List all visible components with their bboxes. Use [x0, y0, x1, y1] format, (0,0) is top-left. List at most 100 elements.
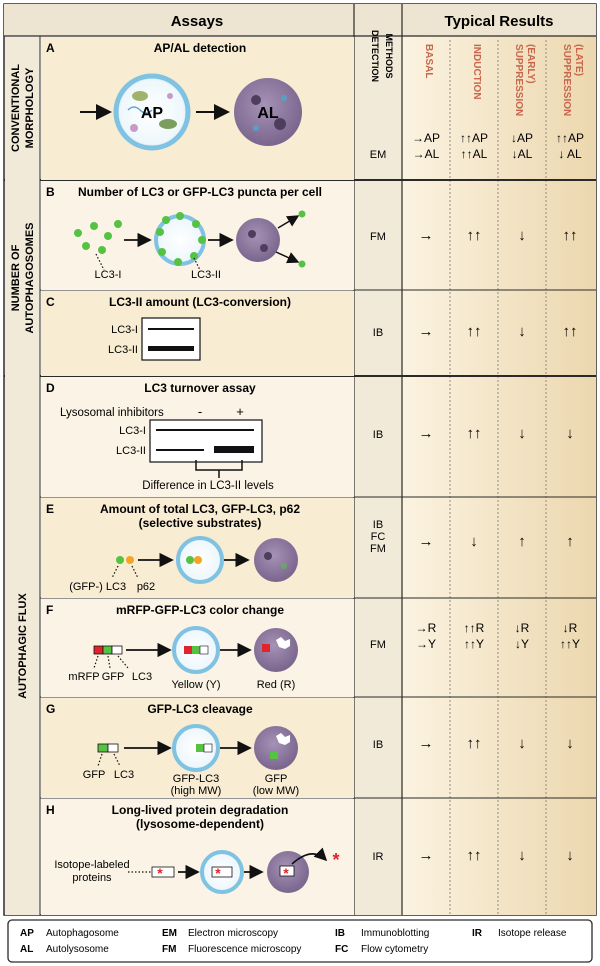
result-value: →Y: [416, 637, 436, 651]
yellow-label: Yellow (Y): [171, 679, 220, 691]
result-value: ↓R: [515, 621, 530, 635]
result-value: ↓: [566, 425, 574, 442]
detection-method: IB: [373, 519, 383, 531]
result-value: →R: [416, 621, 437, 635]
assay-title: Long-lived protein degradation: [112, 803, 289, 817]
legend-term: Fluorescence microscopy: [188, 944, 301, 955]
f-lc3-label: LC3: [132, 671, 152, 683]
assay-letter: F: [46, 603, 53, 617]
legend-term: Electron microscopy: [188, 928, 278, 939]
detection-methods-line: METHODS: [384, 34, 394, 79]
result-value: ↑↑: [467, 227, 482, 244]
result-value: →: [419, 323, 434, 340]
detection-method: IB: [373, 739, 383, 751]
result-value: ↑↑: [467, 425, 482, 442]
result-value: →AP: [412, 131, 440, 145]
legend-term: Autolysosome: [46, 944, 109, 955]
group-label-text: AUTOPHAGOSOMES: [24, 222, 36, 333]
mrfp-label: mRFP: [68, 671, 99, 683]
result-value: ↓R: [563, 621, 578, 635]
illustration-f: mRFP GFP LC3 Yellow (Y) Red (R): [68, 626, 298, 691]
legend-abbr: FM: [162, 944, 176, 955]
legend-term: Immunoblotting: [361, 928, 429, 939]
result-cells: →AP→AL↑↑AP↑↑AL↓AP↓AL↑↑AP↓ AL→↑↑↓↑↑→↑↑↓↑↑…: [412, 131, 584, 864]
result-value: ↑↑Y: [464, 637, 484, 651]
assay-letter: E: [46, 502, 54, 516]
gfp-lc3-label: GFP-LC3: [173, 773, 219, 785]
result-value: ↑: [566, 533, 574, 550]
group-label: MORPHOLOGY: [24, 67, 36, 148]
e-lc3-label: LC3: [106, 581, 126, 593]
detection-method: EM: [370, 149, 387, 161]
h-star-1: *: [157, 865, 163, 881]
detection-method: IR: [373, 851, 384, 863]
result-column-header: (LATE): [573, 44, 584, 76]
illustration-a: AP AL: [80, 73, 302, 151]
detection-method: IB: [373, 327, 383, 339]
c-lc3-i-label: LC3-I: [111, 324, 138, 336]
red-label: Red (R): [257, 679, 296, 691]
gfp-prefix-label: (GFP-): [69, 581, 103, 593]
result-value: ↑↑: [467, 735, 482, 752]
group-label: AUTOPHAGOSOMES: [24, 222, 36, 333]
result-value: ↑: [518, 533, 526, 550]
illustration-c: LC3-I LC3-II: [108, 317, 201, 361]
isotope-labeled-label: Isotope-labeled: [54, 859, 129, 871]
assay-title: AP/AL detection: [154, 41, 246, 55]
legend-abbr: IR: [472, 928, 483, 939]
assay-title: Amount of total LC3, GFP-LC3, p62: [100, 502, 300, 516]
al-label: AL: [257, 105, 279, 122]
result-value: ↓ AL: [558, 147, 582, 161]
g-gfp-product-label: GFP: [265, 773, 288, 785]
result-column-header-text: SUPPRESSION: [561, 44, 572, 116]
proteins-label: proteins: [72, 872, 112, 884]
result-value: ↑↑AP: [460, 131, 488, 145]
detection-method: FM: [370, 543, 386, 555]
ap-label: AP: [141, 105, 164, 122]
plus-label: +: [236, 404, 244, 419]
illustration-h: Isotope-labeled proteins * * * *: [54, 847, 340, 894]
assay-title: Number of LC3 or GFP-LC3 puncta per cell: [78, 185, 322, 199]
illustration-e: (GFP-) LC3 p62: [69, 536, 298, 593]
high-mw-label: (high MW): [171, 785, 222, 797]
group-label-text: AUTOPHAGIC FLUX: [17, 593, 29, 699]
result-column-header-text: (EARLY): [525, 44, 536, 84]
typical-results-header: Typical Results: [445, 13, 554, 30]
legend-term: Flow cytometry: [361, 944, 428, 955]
h-star-released: *: [332, 850, 339, 870]
result-value: ↓AP: [511, 131, 533, 145]
assay-title: (selective substrates): [139, 516, 262, 530]
g-lc3-label: LC3: [114, 769, 134, 781]
result-column-header-text: BASAL: [423, 44, 434, 78]
result-value: ↑↑: [563, 227, 578, 244]
detection-methods-text: METHODS: [384, 34, 394, 79]
assay-title: (lysosome-dependent): [136, 817, 264, 831]
p62-label: p62: [137, 581, 155, 593]
assay-letter: D: [46, 381, 55, 395]
result-value: →: [419, 533, 434, 550]
assays-header: Assays: [171, 13, 224, 30]
c-lc3-ii-label: LC3-II: [108, 344, 138, 356]
result-column-header: SUPPRESSION: [561, 44, 572, 116]
result-value: ↓Y: [515, 637, 529, 651]
result-value: ↑↑AP: [556, 131, 584, 145]
assay-title: mRFP-GFP-LC3 color change: [116, 603, 284, 617]
difference-label: Difference in LC3-II levels: [142, 480, 274, 492]
detection-method: FM: [370, 231, 386, 243]
result-value: ↓: [470, 533, 478, 550]
d-lc3-i-label: LC3-I: [119, 425, 146, 437]
illustration-b: LC3-I LC3-II: [74, 210, 306, 281]
group-label-text: MORPHOLOGY: [24, 67, 36, 148]
result-column-header: (EARLY): [525, 44, 536, 84]
b-lc3-i-label: LC3-I: [95, 269, 122, 281]
result-value: →AL: [413, 147, 440, 161]
minus-label: -: [198, 404, 202, 419]
result-value: ↓: [518, 425, 526, 442]
h-star-3: *: [283, 865, 289, 881]
result-column-header: BASAL: [423, 44, 434, 78]
d-lc3-ii-label: LC3-II: [116, 445, 146, 457]
group-label: AUTOPHAGIC FLUX: [17, 593, 29, 699]
